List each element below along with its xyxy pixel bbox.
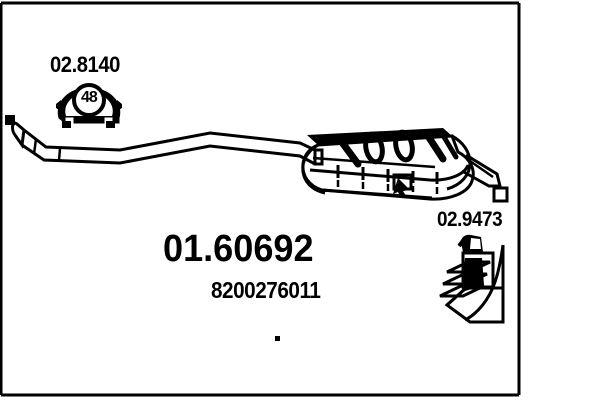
silencer-seam-tick	[336, 165, 439, 184]
tail-pipe	[461, 153, 509, 203]
exhaust-front-pipe	[5, 115, 324, 166]
hanger-part-number-label: 02.9473	[437, 208, 503, 231]
page-title: 01.60692	[163, 228, 314, 270]
drawing-center-mark	[275, 336, 280, 341]
oem-part-number-label: 8200276011	[211, 277, 321, 303]
rubber-hanger-icon	[439, 234, 505, 324]
hanger-attachment-detail	[392, 173, 413, 198]
silencer-rib	[337, 132, 459, 168]
exhaust-clamp-icon	[56, 83, 122, 128]
middle-silencer-body	[301, 128, 475, 201]
clamp-bore-size-label: 48	[81, 89, 98, 106]
drawing-frame	[0, 1, 521, 397]
clamp-part-number-label: 02.8140	[50, 52, 120, 77]
silencer-oval-indent	[363, 129, 415, 165]
silencer-seam-tick-lower	[336, 180, 439, 194]
